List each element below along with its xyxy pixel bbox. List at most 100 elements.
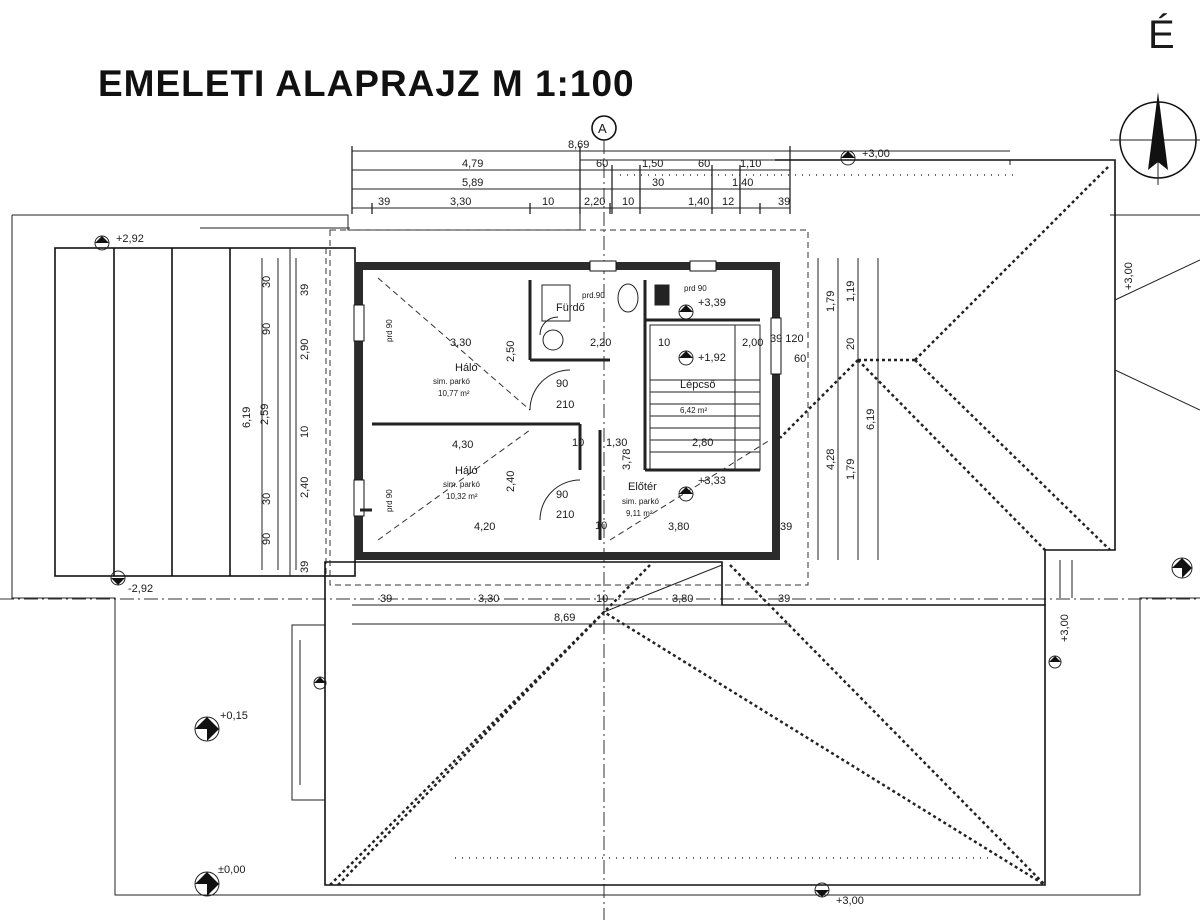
svg-text:2,50: 2,50	[505, 341, 517, 362]
room-door: prd.90	[582, 291, 605, 300]
svg-text:4,28: 4,28	[825, 449, 837, 470]
room-floor: sim. parkó	[433, 377, 470, 386]
dim-top: 2,20	[584, 196, 605, 208]
svg-text:prd 90: prd 90	[684, 284, 707, 293]
room-area: 6,42 m²	[680, 406, 707, 415]
svg-text:4,30: 4,30	[452, 439, 473, 451]
level-marker-icon	[814, 882, 830, 898]
svg-text:10: 10	[572, 437, 584, 449]
svg-text:60: 60	[794, 353, 806, 365]
svg-text:90: 90	[556, 378, 568, 390]
dim-top: 5,89	[462, 177, 483, 189]
svg-text:6,19: 6,19	[865, 409, 877, 430]
level-marker-icon	[313, 676, 327, 690]
dim-top-total: 8,69	[568, 139, 589, 151]
dim-top: 30	[652, 177, 664, 189]
dim-top: 1,40	[688, 196, 709, 208]
dim-top: 60	[596, 158, 608, 170]
svg-text:2,40: 2,40	[299, 477, 311, 498]
svg-text:10: 10	[658, 337, 670, 349]
svg-text:39: 39	[299, 561, 311, 573]
svg-text:30: 30	[261, 493, 273, 505]
svg-text:-2,92: -2,92	[128, 583, 153, 595]
svg-text:±0,00: ±0,00	[218, 864, 245, 876]
svg-text:+3,00: +3,00	[836, 895, 864, 907]
dim-top: 10	[542, 196, 554, 208]
balcony-terrace	[54, 227, 356, 577]
svg-text:1,79: 1,79	[825, 291, 837, 312]
north-letter: É	[1148, 12, 1175, 57]
level-marker-icon	[678, 486, 694, 502]
svg-text:1,19: 1,19	[845, 281, 857, 302]
svg-text:210: 210	[556, 399, 574, 411]
room-name: Háló	[455, 362, 478, 374]
dim-top: 3,30	[450, 196, 471, 208]
svg-text:+1,92: +1,92	[698, 352, 726, 364]
svg-text:+3,33: +3,33	[698, 475, 726, 487]
dim-top: 1,40	[732, 177, 753, 189]
svg-text:2,90: 2,90	[299, 339, 311, 360]
svg-text:+2,92: +2,92	[116, 233, 144, 245]
door-labels: prd 90 prd 90 prd 90	[385, 284, 707, 512]
level-marker-icon	[840, 150, 856, 166]
north-arrow-icon: É	[1110, 12, 1200, 185]
section-marker-icon: A	[591, 115, 617, 920]
right-dimension-chain: 6,19 4,28 1,79 1,19 1,79 20 60 39	[780, 258, 879, 560]
level-marker-icon	[678, 304, 694, 320]
bottom-dimension-chains: 39 3,30 10 3,80 39 8,69	[352, 593, 790, 625]
top-dimension-chains: 8,69 4,79 60 1,50 60 1,10 5,89 30 1,40 3…	[351, 139, 1010, 214]
svg-text:+3,39: +3,39	[698, 297, 726, 309]
svg-text:10: 10	[595, 520, 607, 532]
level-marker-icon	[110, 570, 126, 586]
svg-text:39: 39	[380, 593, 392, 605]
svg-text:prd 90: prd 90	[385, 489, 394, 512]
room-diagonals	[377, 277, 771, 541]
svg-text:2,80: 2,80	[692, 437, 713, 449]
staircase	[649, 324, 761, 471]
left-dimension-chain: 6,19 2,59 2,90 2,40 30 90 30 90 39 10 39	[241, 276, 311, 573]
svg-text:39 120: 39 120	[770, 333, 804, 345]
svg-text:2,40: 2,40	[505, 471, 517, 492]
svg-text:39: 39	[299, 284, 311, 296]
svg-text:90: 90	[556, 489, 568, 501]
level-marker-icon	[194, 871, 220, 897]
room-area: 10,32 m²	[446, 492, 478, 501]
dim-top: 12	[722, 196, 734, 208]
svg-text:2,59: 2,59	[259, 404, 271, 425]
door-swings	[529, 316, 581, 521]
svg-text:+3,00: +3,00	[862, 148, 890, 160]
room-labels: Háló sim. parkó 10,77 m² Háló sim. parkó…	[433, 291, 715, 518]
room-area: 10,77 m²	[438, 389, 470, 398]
dim-top: 39	[378, 196, 390, 208]
svg-text:2,00: 2,00	[742, 337, 763, 349]
svg-text:1,30: 1,30	[606, 437, 627, 449]
svg-text:+0,15: +0,15	[220, 710, 248, 722]
room-name: Fürdő	[556, 302, 585, 314]
svg-text:3,30: 3,30	[450, 337, 471, 349]
svg-text:90: 90	[261, 533, 273, 545]
svg-text:3,78: 3,78	[621, 449, 633, 470]
svg-text:20: 20	[845, 338, 857, 350]
svg-text:+3,00: +3,00	[1059, 614, 1071, 642]
level-marker-icon	[194, 716, 220, 742]
dim-top: 4,79	[462, 158, 483, 170]
eaves-outline	[329, 229, 809, 586]
svg-text:4,20: 4,20	[474, 521, 495, 533]
dim-top: 10	[622, 196, 634, 208]
svg-text:10: 10	[299, 426, 311, 438]
drawing-title: EMELETI ALAPRAJZ M 1:100	[98, 63, 635, 104]
level-markers: +2,92 -2,92 +3,00 +3,00 +3,39 +1,92 +3,3…	[94, 148, 1193, 907]
svg-text:1,79: 1,79	[845, 459, 857, 480]
room-name: Lépcső	[680, 379, 715, 391]
dim-top: 39	[778, 196, 790, 208]
exterior-walls	[353, 260, 782, 560]
roof-outline	[324, 159, 1200, 887]
level-marker-icon	[678, 350, 694, 366]
svg-text:A: A	[598, 121, 607, 136]
svg-text:2,20: 2,20	[590, 337, 611, 349]
room-area: 9,11 m²	[626, 509, 653, 518]
level-marker-icon	[1171, 557, 1193, 579]
svg-text:+3,00: +3,00	[1123, 262, 1135, 290]
svg-text:30: 30	[261, 276, 273, 288]
